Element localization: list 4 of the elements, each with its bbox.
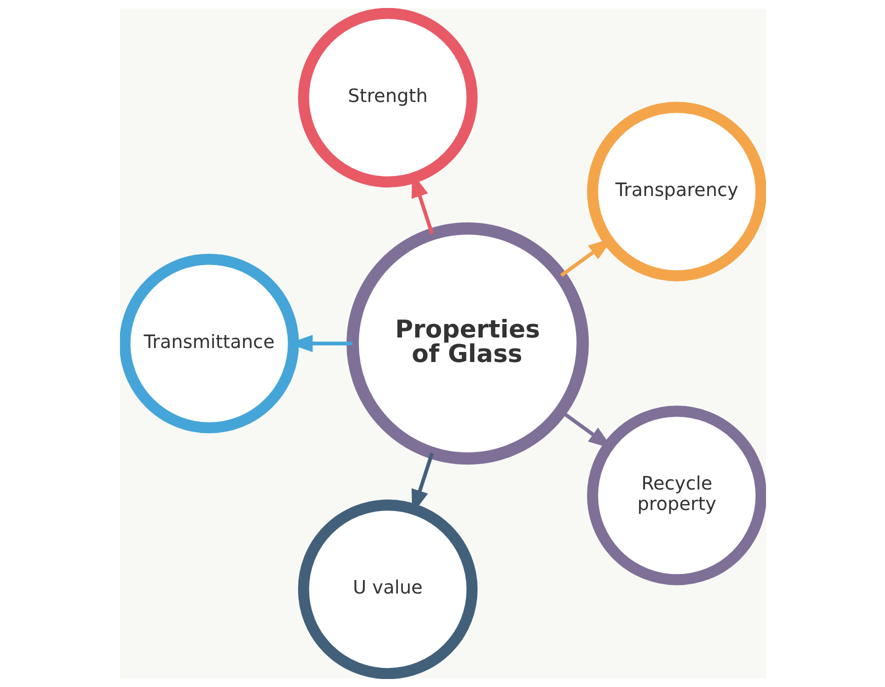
node-circle: Transmittance	[120, 254, 298, 434]
node-circle: U value	[298, 500, 478, 679]
node-circle: Strength	[298, 8, 478, 188]
node-circle: Properties of Glass	[346, 222, 588, 465]
